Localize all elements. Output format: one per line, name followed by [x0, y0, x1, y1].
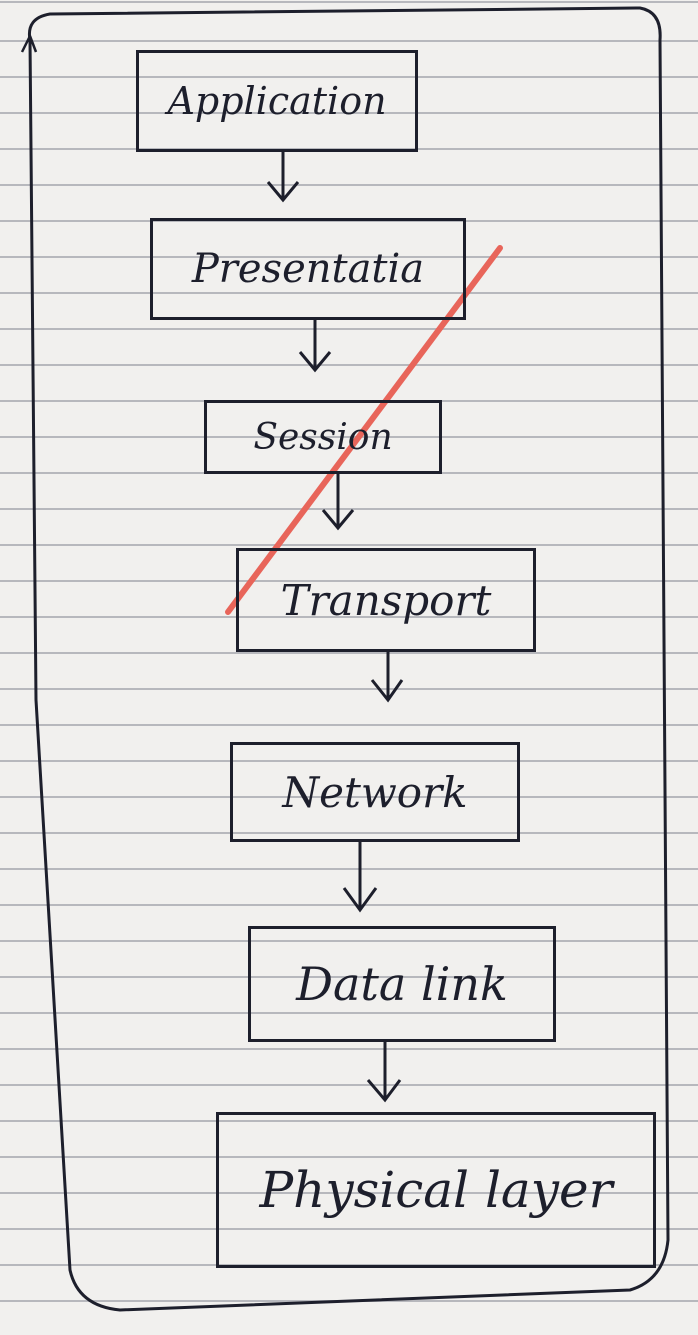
layer-box-physical: Physical layer	[216, 1112, 656, 1268]
layer-box-presentation: Presentatia	[150, 218, 466, 320]
arrow-presentation-to-session	[298, 318, 332, 373]
layer-box-datalink: Data link	[248, 926, 556, 1042]
arrow-network-to-datalink	[342, 840, 378, 913]
layer-label: Transport	[280, 575, 492, 625]
arrow-datalink-to-physical	[366, 1042, 402, 1103]
layer-box-application: Application	[136, 50, 418, 152]
layer-box-transport: Transport	[236, 548, 536, 652]
outer-frame	[27, 6, 670, 1312]
layer-label: Presentatia	[191, 246, 425, 292]
arrow-application-to-presentation	[266, 150, 300, 203]
arrow-transport-to-network	[370, 652, 404, 703]
layer-label: Data link	[296, 957, 508, 1011]
layer-label: Network	[282, 767, 468, 817]
layer-label: Session	[253, 416, 393, 458]
arrow-session-to-transport	[321, 474, 355, 531]
layer-box-network: Network	[230, 742, 520, 842]
layer-label: Physical layer	[259, 1161, 613, 1219]
layer-label: Application	[167, 79, 387, 123]
strike-through-line	[225, 245, 503, 615]
layer-box-session: Session	[204, 400, 442, 474]
